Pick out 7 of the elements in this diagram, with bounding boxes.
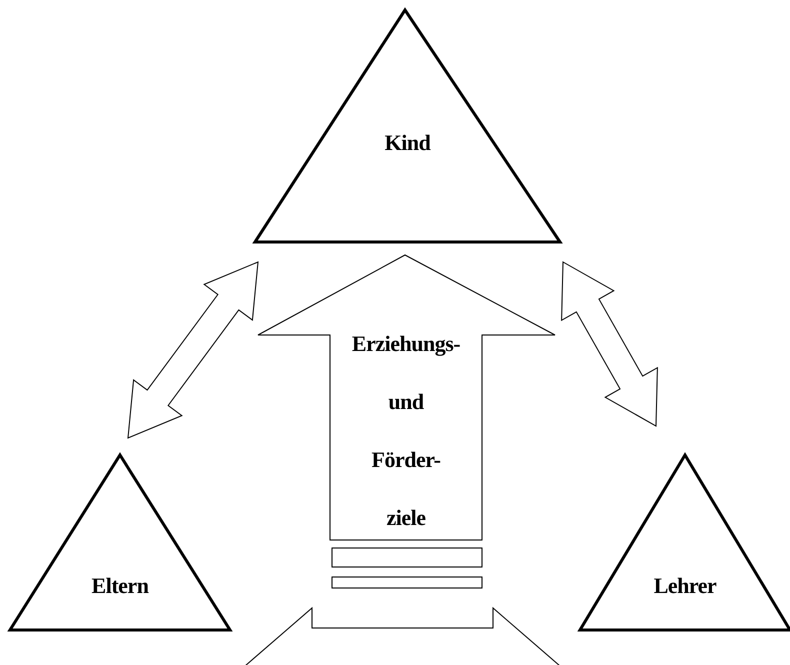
node-label: Eltern	[90, 573, 150, 599]
double-arrow	[127, 261, 259, 439]
double-arrow	[561, 261, 658, 427]
node-label: Kind	[384, 130, 432, 156]
double-arrow	[244, 606, 561, 665]
node-label: Lehrer	[652, 573, 718, 599]
node-label: Erziehungs- und Förder- ziele	[350, 330, 462, 532]
